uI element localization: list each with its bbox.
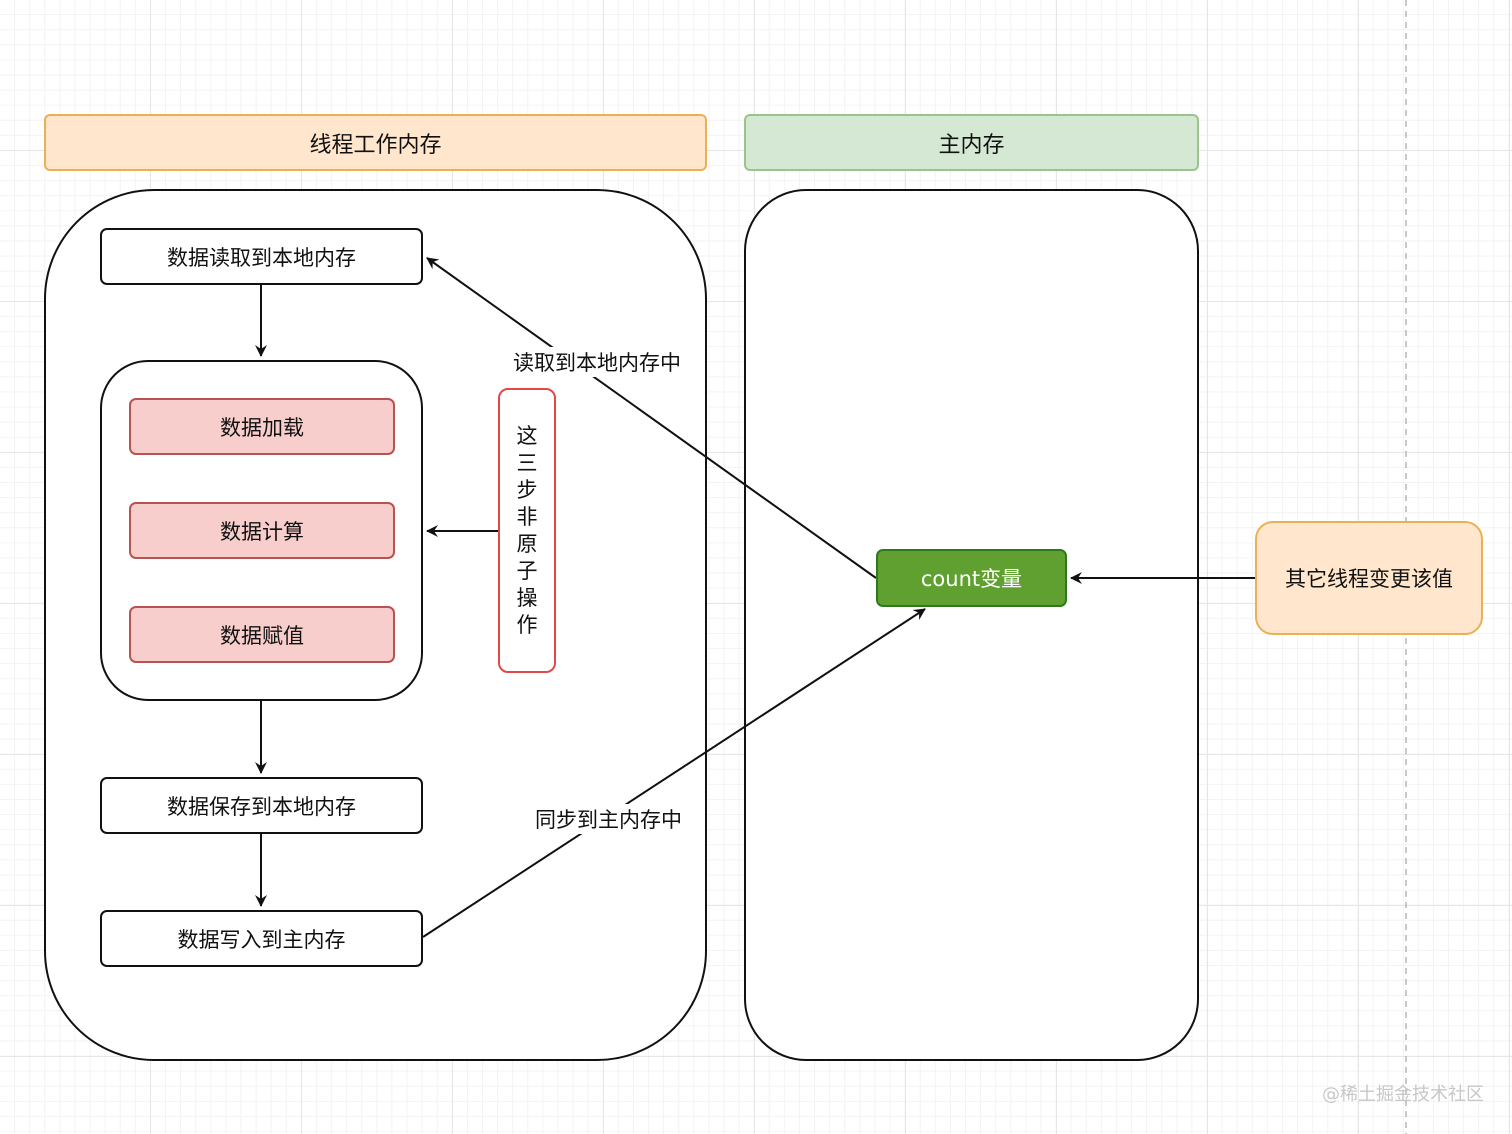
note-char: 子: [516, 558, 538, 583]
non-atomic-note: 这 三 步 非 原 子 操 作: [498, 388, 556, 673]
step-write-main: 数据写入到主内存: [100, 910, 423, 967]
note-char: 非: [516, 504, 538, 529]
step-read-local: 数据读取到本地内存: [100, 228, 423, 285]
watermark: @稀土掘金技术社区: [1322, 1084, 1484, 1105]
step-assign: 数据赋值: [129, 606, 395, 663]
thread-memory-header: 线程工作内存: [44, 114, 707, 171]
note-char: 操: [516, 585, 538, 610]
arrow-count-to-read: [426, 257, 877, 579]
edge-label-sync-to-main: 同步到主内存中: [533, 804, 684, 834]
note-char: 步: [516, 477, 538, 502]
step-load: 数据加载: [129, 398, 395, 455]
main-memory-header: 主内存: [744, 114, 1199, 171]
step-save-local: 数据保存到本地内存: [100, 777, 423, 834]
other-thread-modifies: 其它线程变更该值: [1255, 521, 1483, 635]
edge-label-read-to-local: 读取到本地内存中: [511, 347, 683, 377]
note-char: 原: [516, 531, 538, 556]
count-variable: count变量: [876, 549, 1067, 607]
note-char: 三: [516, 450, 538, 475]
arrow-write-to-count: [422, 608, 926, 938]
step-compute: 数据计算: [129, 502, 395, 559]
note-char: 作: [516, 612, 538, 637]
main-memory-container: [744, 189, 1199, 1061]
note-char: 这: [516, 423, 538, 448]
